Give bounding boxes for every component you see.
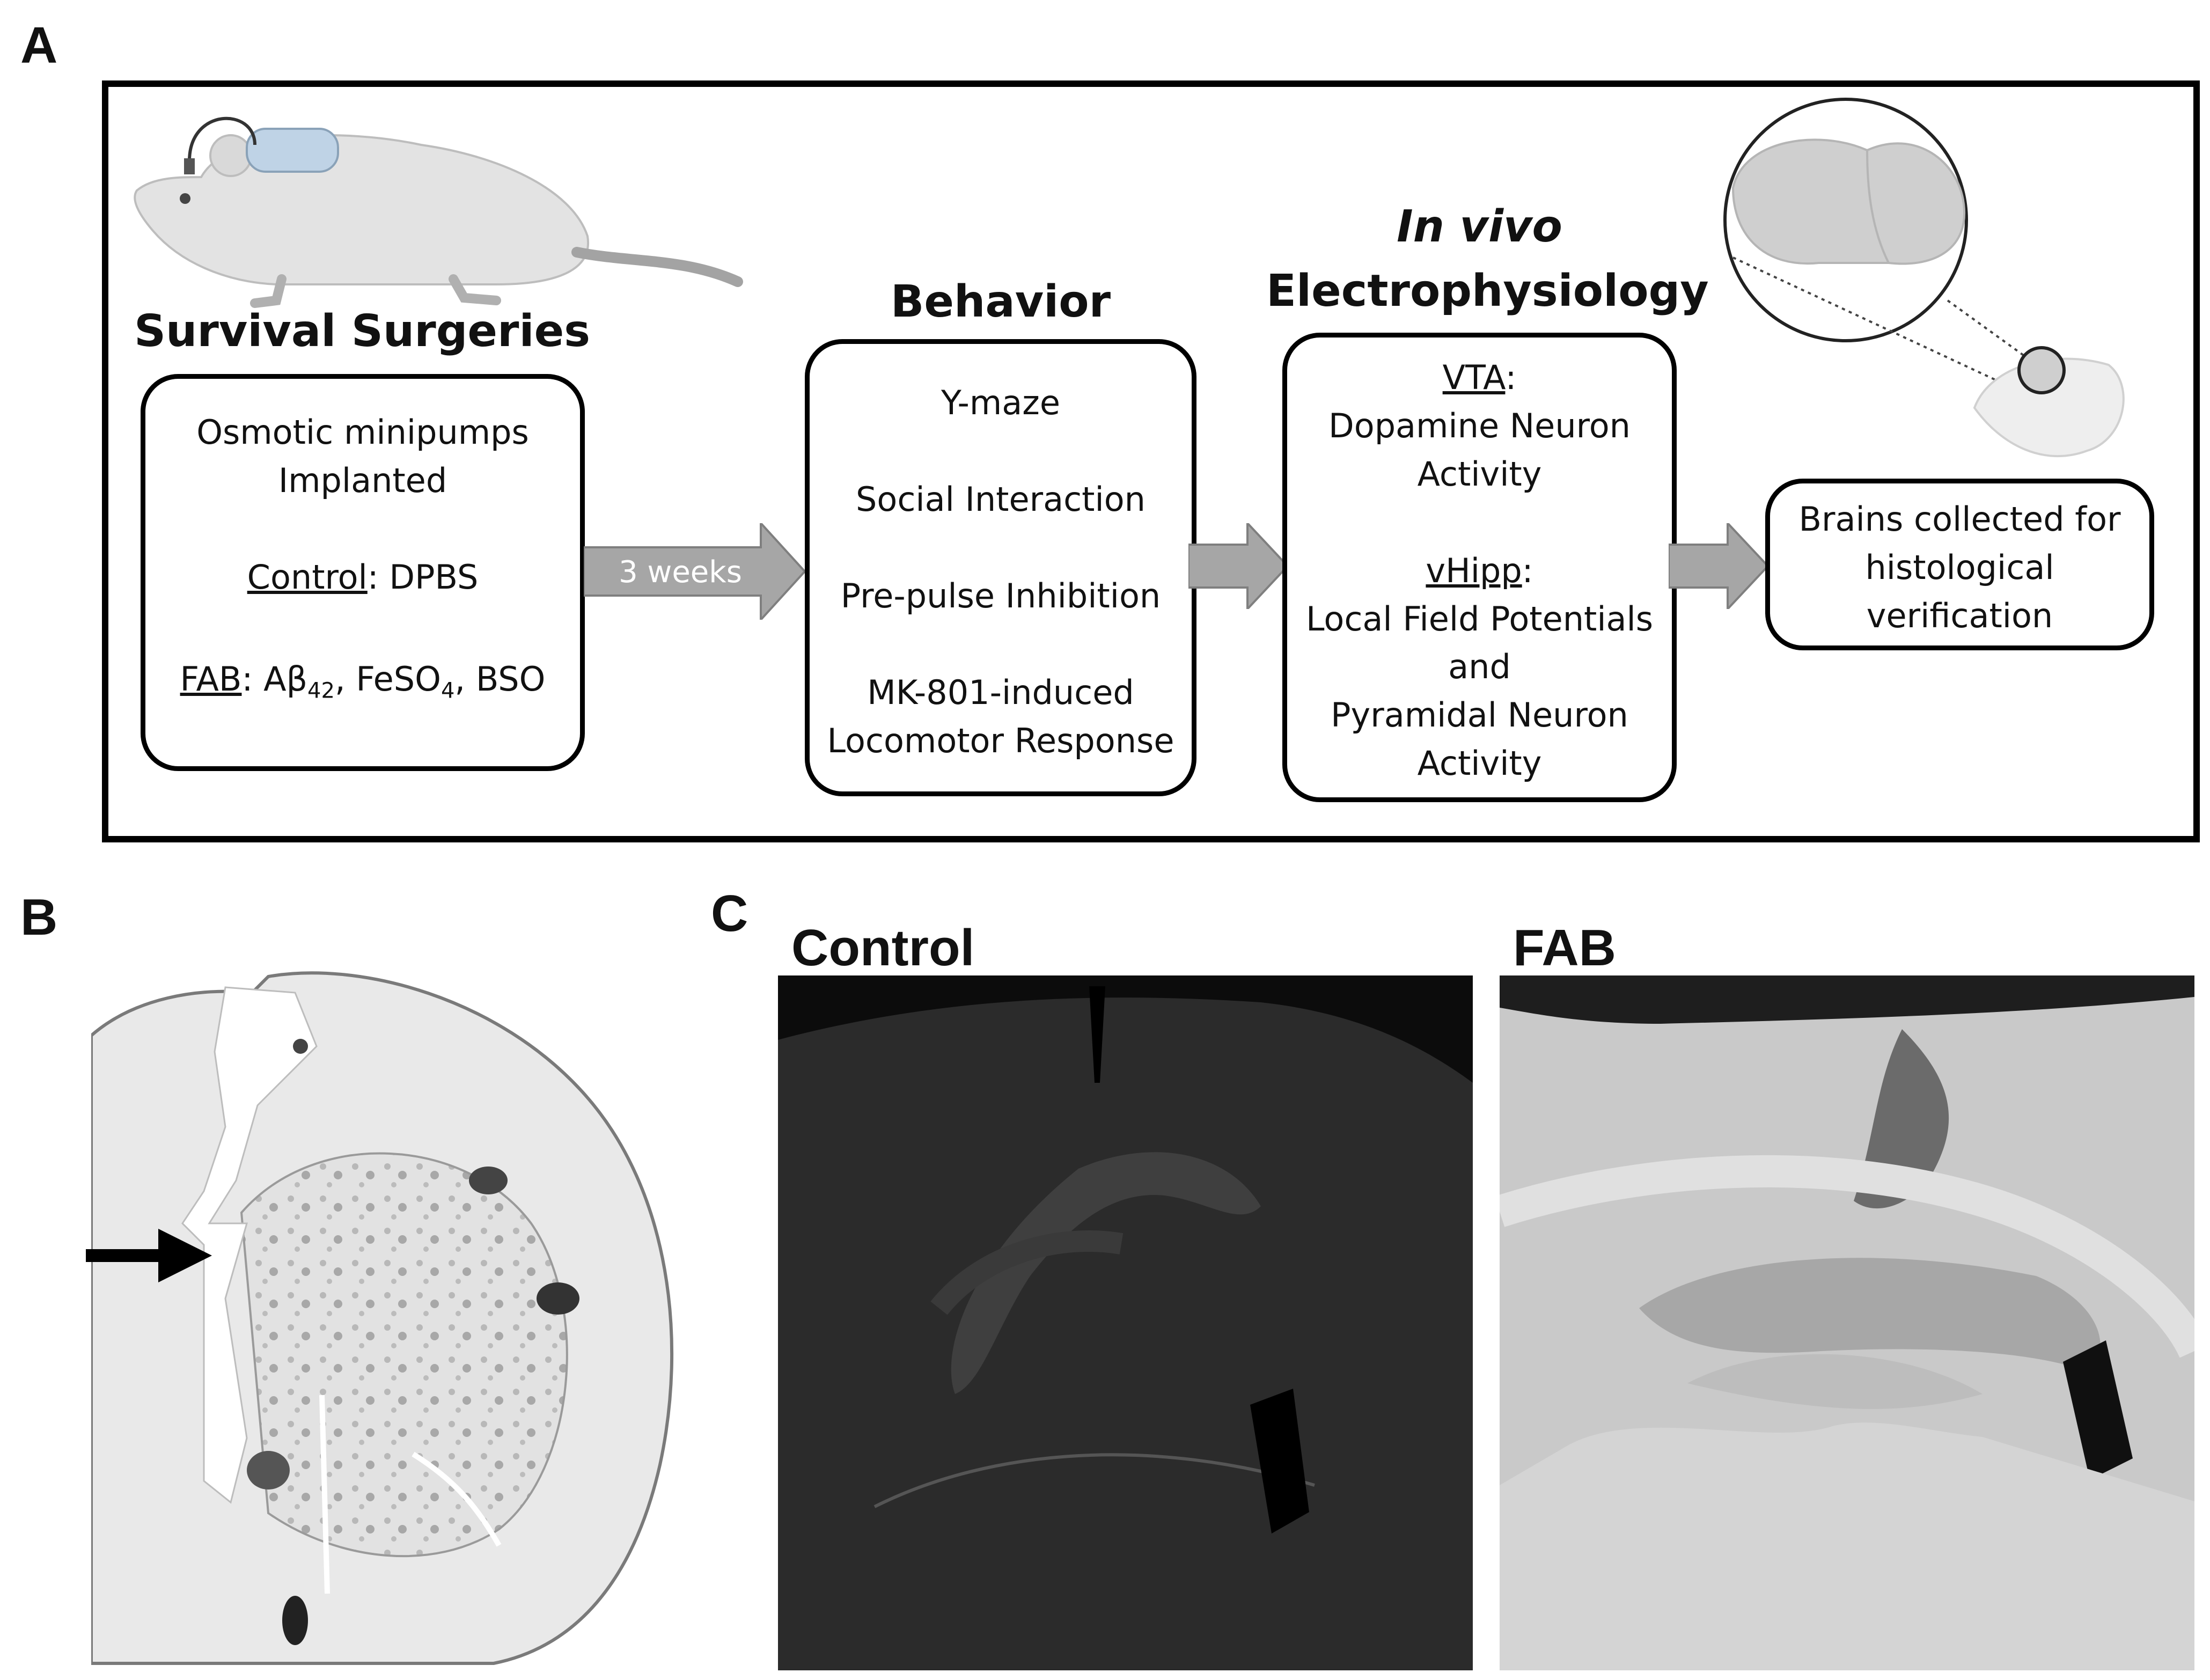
vta-line-1: Dopamine Neuron	[1328, 406, 1631, 445]
fab-label: FAB	[180, 659, 242, 699]
vhipp-colon: :	[1522, 551, 1533, 590]
brain-section-micrograph	[91, 971, 674, 1665]
fab-condition: FAB: Aβ42, FeSO4, BSO	[145, 655, 580, 706]
surgery-box: Osmotic minipumps Implanted Control: DPB…	[141, 374, 585, 771]
control-value: : DPBS	[367, 557, 479, 597]
arrow-3-weeks: 3 weeks	[584, 523, 806, 620]
histology-box: Brains collected for histological verifi…	[1765, 479, 2154, 650]
vhipp-label: vHipp	[1426, 551, 1522, 590]
ephys-heading: Electrophysiology	[1266, 266, 1709, 317]
fab-value-fe: , FeSO	[334, 659, 441, 699]
histology-line-1: Brains collected for	[1798, 500, 2121, 539]
fab-micrograph-title: FAB	[1513, 919, 1616, 977]
behavior-item-locomotor: Locomotor Response	[827, 721, 1174, 760]
fab-value-ab: : Aβ	[241, 659, 308, 699]
brain-magnifier-illustration	[1723, 98, 2125, 458]
vta-label: VTA	[1442, 358, 1506, 397]
vhipp-line-3: Pyramidal Neuron	[1331, 695, 1628, 735]
histology-line-2: histological	[1865, 547, 2054, 587]
arrow-to-histology	[1669, 523, 1770, 609]
vta-line-2: Activity	[1417, 454, 1542, 494]
behavior-item-ppi: Pre-pulse Inhibition	[840, 576, 1161, 615]
workflow-frame	[102, 80, 2200, 842]
control-micrograph	[778, 975, 1473, 1670]
ephys-box: VTA: Dopamine Neuron Activity vHipp: Loc…	[1282, 333, 1677, 802]
control-condition: Control: DPBS	[145, 553, 580, 601]
fab-micrograph	[1500, 975, 2194, 1670]
fab-sub-4: 4	[440, 678, 455, 703]
surgery-heading: Survival Surgeries	[134, 306, 591, 357]
ephys-heading-italic: In vivo	[1397, 201, 1562, 252]
behavior-box: Y-maze Social Interaction Pre-pulse Inhi…	[805, 339, 1196, 796]
panel-letter-b: B	[20, 889, 58, 946]
panel-letter-c: C	[711, 885, 748, 942]
vhipp-line-2: and	[1448, 647, 1511, 687]
vhipp-label-line: vHipp:	[1287, 547, 1672, 595]
behavior-heading: Behavior	[890, 276, 1111, 327]
panel-letter-a: A	[20, 17, 58, 74]
rat-with-pump-illustration	[134, 116, 743, 308]
arrow-indicator-icon	[86, 1229, 212, 1282]
histology-line-3: verification	[1866, 596, 2053, 635]
vhipp-line-1: Local Field Potentials	[1305, 599, 1654, 639]
fab-value-bso: , BSO	[454, 659, 546, 699]
vta-label-line: VTA:	[1287, 354, 1672, 402]
control-label: Control	[247, 557, 368, 597]
vhipp-line-4: Activity	[1417, 744, 1542, 783]
surgery-line-1: Osmotic minipumps	[196, 413, 529, 452]
fab-sub-42: 42	[307, 678, 335, 703]
behavior-item-ymaze: Y-maze	[941, 383, 1060, 422]
surgery-line-2: Implanted	[278, 460, 447, 500]
arrow-label: 3 weeks	[619, 555, 742, 590]
behavior-item-social: Social Interaction	[856, 479, 1146, 519]
behavior-item-mk801: MK-801-induced	[867, 672, 1134, 712]
control-micrograph-title: Control	[791, 919, 975, 977]
arrow-to-ephys	[1188, 523, 1289, 609]
vta-colon: :	[1505, 358, 1517, 397]
